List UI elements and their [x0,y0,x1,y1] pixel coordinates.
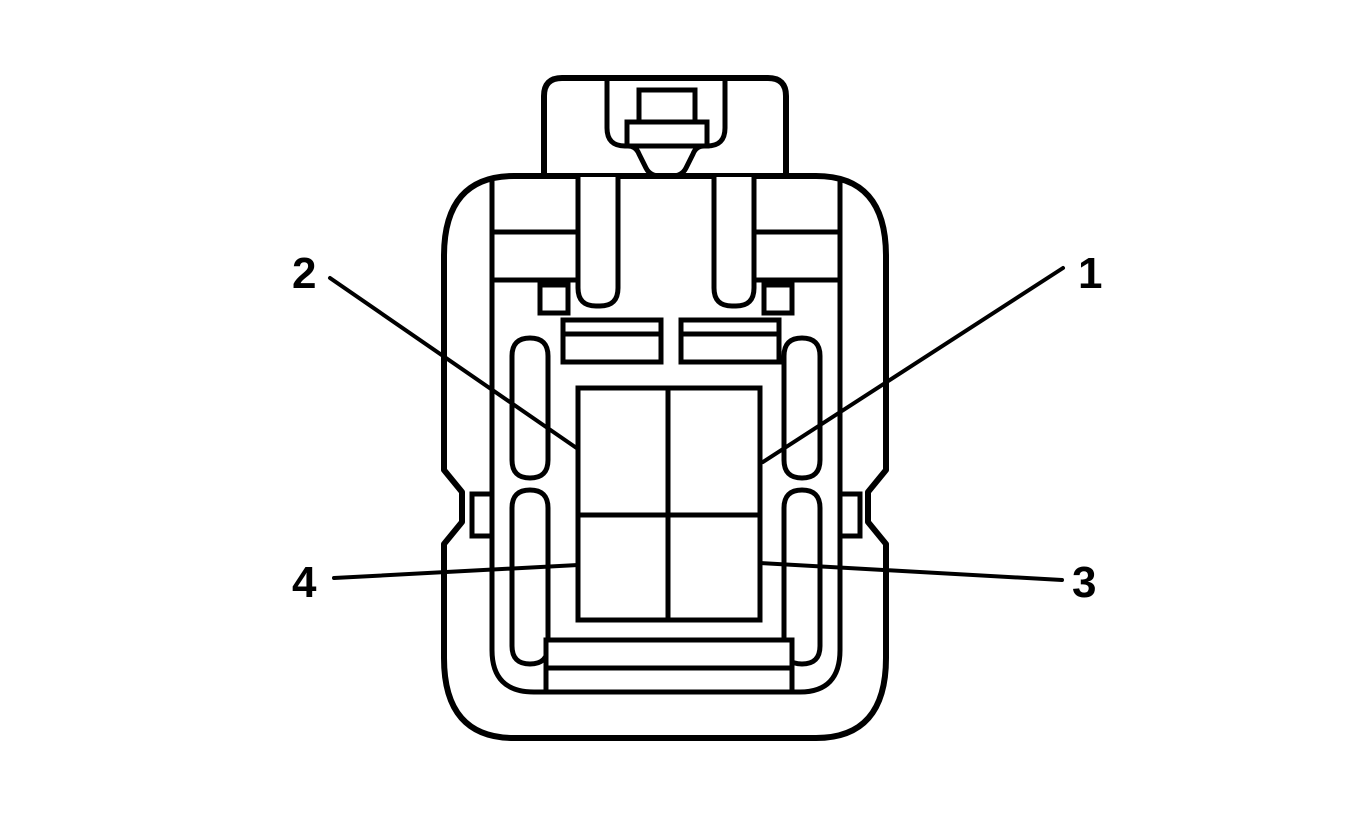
locking-latch [541,75,789,181]
keyway-left-upper [509,335,551,481]
bar-slot-left [560,317,664,365]
leader-line-3 [758,561,1064,582]
guide-tab-left [575,177,621,309]
callout-label-3: 3 [1072,558,1096,607]
bar-slot-right [678,317,782,365]
keyway-right-upper [781,335,823,481]
keyway-left-lower [509,487,551,667]
upper-guide-tabs [575,177,757,309]
lower-retainer-bar [543,637,795,695]
callout-labels: 2 1 4 3 [292,249,1102,607]
latch-lower-bar [624,119,710,149]
square-hole-right [761,282,795,316]
guide-tab-right [711,177,757,309]
square-hole-left [537,282,571,316]
upper-bar-slots [560,317,782,365]
latch-top-notch [636,87,698,125]
side-latch-recesses [469,491,863,539]
leader-line-2 [328,276,580,451]
small-square-holes [537,282,795,316]
leader-line-4 [332,563,580,580]
callout-label-2: 2 [292,249,316,298]
callout-leaders [328,266,1065,582]
callout-label-4: 4 [292,558,317,607]
terminal-cavity-block [575,385,763,623]
leader-line-1 [761,266,1065,464]
callout-label-1: 1 [1078,249,1102,298]
